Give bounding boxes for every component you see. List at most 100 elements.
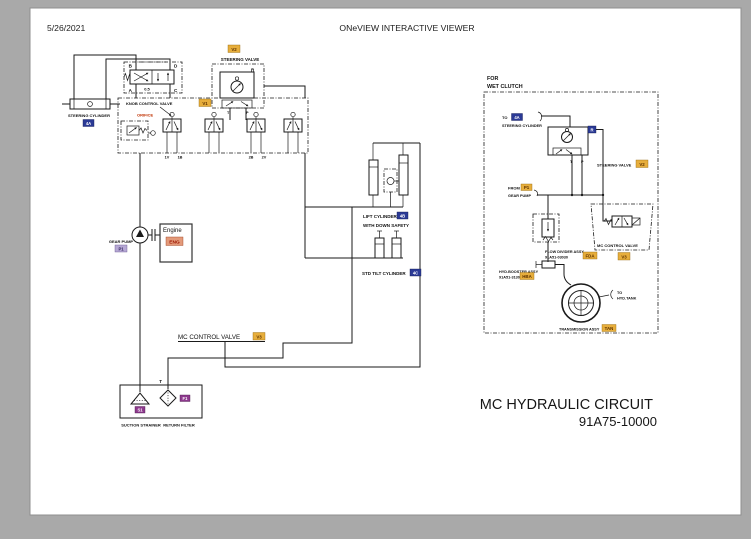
block-port-2b: 2B <box>249 156 254 160</box>
knob-valve-badge-text: V1 <box>202 101 208 106</box>
wc-valve-port-t: T <box>570 160 573 164</box>
gear-pump-badge[interactable]: P1 <box>114 244 128 253</box>
wet-clutch-title-1: FOR <box>487 76 498 82</box>
suction-strainer-badge[interactable]: S1 <box>134 406 146 414</box>
wc-steering-valve-badge[interactable]: V2 <box>635 159 649 168</box>
wc-mc-valve-badge[interactable]: V3 <box>617 252 631 261</box>
gear-pump-badge-text: P1 <box>118 246 124 251</box>
lift-cylinder-label-2: WITH DOWN SAFETY <box>363 223 409 228</box>
steering-valve-badge-text: V2 <box>231 47 237 52</box>
wc-to-tank-label-1: TO <box>617 291 622 295</box>
wc-steering-valve-label: STEERING VALVE <box>597 163 632 168</box>
wc-valve-port-r-badge: R <box>587 125 597 134</box>
return-filter-badge[interactable]: F1 <box>179 394 191 402</box>
valve-spool-1 <box>162 111 182 153</box>
wc-booster-badge-text: HBA <box>522 274 532 279</box>
wc-gear-pump-badge-text: P1 <box>524 185 530 190</box>
wc-transmission-badge-text: TAN <box>605 326 614 331</box>
header-date: 5/26/2021 <box>47 23 85 33</box>
drawing-title: MC HYDRAULIC CIRCUIT <box>480 397 653 413</box>
wc-steering-cylinder-label: STEERING CYLINDER <box>502 124 542 128</box>
gear-pump-label: GEAR PUMP <box>109 239 134 244</box>
knob-valve-port-d: D <box>174 64 178 69</box>
steering-cylinder-label: STEERING CYLINDER <box>68 113 110 118</box>
wc-transmission-label: TRANSMISSION ASSY <box>559 328 600 332</box>
knob-valve-port-a: A <box>129 88 133 93</box>
lift-cylinder-badge[interactable]: 4B <box>396 211 409 220</box>
wc-flow-divider-badge-text: FDA <box>585 253 595 258</box>
wc-transmission-badge[interactable]: TAN <box>601 324 617 332</box>
steering-valve-port-r: R <box>251 68 255 73</box>
knob-valve-port-b: B <box>129 64 133 69</box>
steering-valve-port-p: P <box>246 111 249 115</box>
wet-clutch-box <box>483 91 659 334</box>
tank-symbol <box>119 384 203 419</box>
drawing-part-number: 91A75-10000 <box>579 414 657 429</box>
mc-control-valve-badge-text: V3 <box>256 334 262 339</box>
steering-valve-symbol <box>211 63 306 120</box>
wc-mc-valve-label: MC CONTROL VALVE <box>597 243 638 248</box>
wc-mc-valve-symbol <box>590 195 654 251</box>
mc-control-valve-label: MC CONTROL VALVE <box>178 334 240 341</box>
valve-spool-2 <box>204 111 224 153</box>
wc-mc-valve-badge-text: V3 <box>621 254 627 259</box>
knob-valve-badge[interactable]: V1 <box>198 98 212 107</box>
wc-to-tank-label-2: HYD.TANK <box>617 297 637 301</box>
steering-valve-port-t: T <box>227 111 230 115</box>
steering-valve-label: STEERING VALVE <box>221 57 260 62</box>
mc-control-valve-badge[interactable]: V3 <box>252 332 266 341</box>
lift-cylinder-label-1: LIFT CYLINDER <box>363 214 397 219</box>
wc-steering-cylinder-badge-text: 4A <box>514 115 519 120</box>
wc-steering-valve-badge-text: V2 <box>639 162 645 167</box>
wc-flow-divider-symbol <box>532 195 560 262</box>
document-page <box>29 7 742 516</box>
engine-badge[interactable]: ENG <box>165 236 184 246</box>
wc-to-label: TO <box>502 115 507 120</box>
valve-spool-3 <box>246 111 266 153</box>
suction-strainer-label: SUCTION STRAINER <box>121 423 161 428</box>
wc-from-label: FROM <box>508 186 520 191</box>
main-valve-block <box>117 97 309 154</box>
wet-clutch-title-2: WET CLUTCH <box>487 84 523 90</box>
wc-transmission-symbol <box>561 283 614 323</box>
wc-booster-label: HYD.BOOSTER ASSY <box>499 270 539 274</box>
wc-valve-port-p: P <box>581 160 584 164</box>
steering-valve-badge[interactable]: V2 <box>227 44 241 53</box>
tilt-cylinder-symbol <box>374 230 402 259</box>
orifice-label: ORIFICE <box>137 113 154 118</box>
tank-port-t: T <box>159 379 162 384</box>
knob-valve-symbol <box>123 61 183 98</box>
header-title: ONeVIEW INTERACTIVE VIEWER <box>339 23 474 33</box>
wc-flow-divider-part: 91A51-03030 <box>545 256 568 260</box>
wc-steering-cylinder-badge[interactable]: 4A <box>511 113 523 121</box>
block-port-1v: 1V <box>165 156 170 160</box>
gear-pump-symbol <box>131 226 160 244</box>
block-port-2v: 2V <box>262 156 267 160</box>
steering-cylinder-badge-text: 4A <box>86 121 91 126</box>
wc-steering-valve-symbol <box>537 111 604 195</box>
knob-valve-port-c: C <box>174 88 178 93</box>
wc-flow-divider-badge[interactable]: FDA <box>582 251 598 260</box>
valve-spool-4 <box>283 111 303 153</box>
knob-valve-value: 0.5 <box>144 87 150 92</box>
wc-valve-port-r-text: R <box>590 128 593 133</box>
tilt-cylinder-badge[interactable]: 4C <box>409 268 422 277</box>
hydraulic-lines <box>139 143 421 392</box>
wc-booster-part: 91A51-31300 <box>499 276 522 280</box>
knob-valve-label: KNOB CONTROL VALVE <box>126 101 173 106</box>
wc-booster-badge[interactable]: HBA <box>519 272 535 280</box>
wc-flow-divider-label: FLOW DIVIDER ASSY <box>545 250 584 254</box>
steering-cylinder-badge[interactable]: 4A <box>82 119 95 127</box>
engine-label: Engine <box>163 228 182 234</box>
tilt-cylinder-label: STD TILT CYLINDER <box>362 271 406 276</box>
lift-cylinder-badge-text: 4B <box>400 213 405 218</box>
return-filter-label: RETURN FILTER <box>163 423 195 428</box>
tilt-cylinder-badge-text: 4C <box>413 270 418 275</box>
wc-gear-pump-label: GEAR PUMP <box>508 194 531 198</box>
engine-badge-text: ENG <box>169 240 180 246</box>
steering-cylinder-pipes <box>73 54 171 99</box>
lift-cylinder-symbol <box>368 142 420 207</box>
wc-gear-pump-badge[interactable]: P1 <box>520 183 533 191</box>
